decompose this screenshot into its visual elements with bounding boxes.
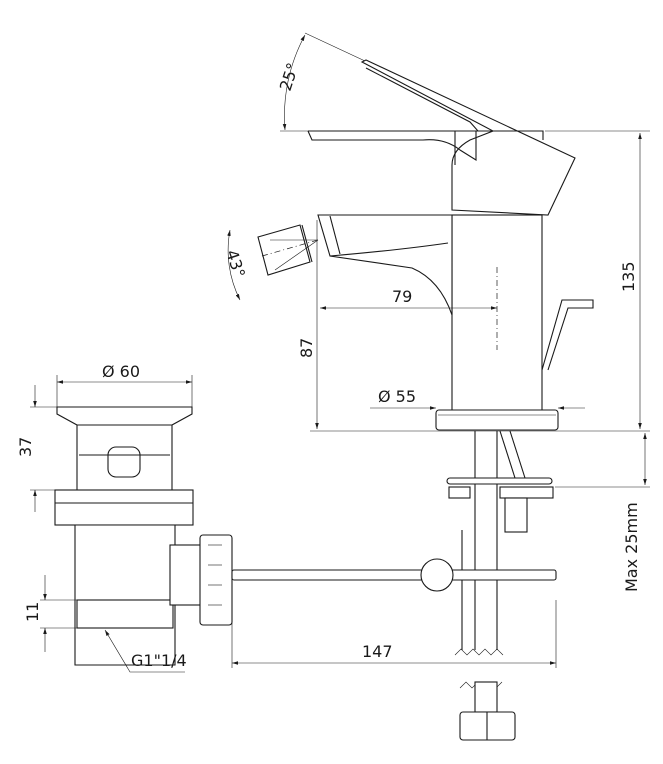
dimension-lines [30,34,650,673]
waste-height-label: 37 [16,437,35,457]
lever-handle [304,32,576,216]
pop-up-waste [54,406,557,666]
rod-length-label: 147 [362,642,393,661]
under-counter-fittings [446,430,554,741]
nozzle-angle-label: 43° [222,247,249,280]
total-height-label: 135 [619,261,638,292]
spout-reach-label: 79 [392,287,412,306]
spout-height-label: 87 [297,338,316,358]
waste-diameter-label: Ø 60 [102,362,140,381]
lever-angle-label: 25° [276,60,303,93]
thread-size-label: G1"1/4 [131,651,187,670]
mixer-body [257,214,594,431]
thread-length-label: 11 [23,602,42,622]
base-diameter-label: Ø 55 [378,387,416,406]
max-thickness-label: Max 25mm [622,502,641,592]
